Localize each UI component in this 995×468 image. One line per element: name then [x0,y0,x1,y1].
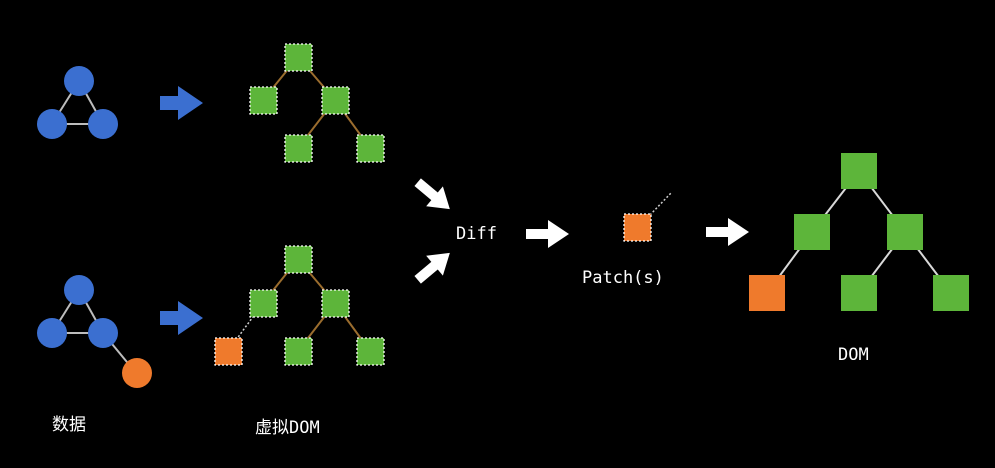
data-node-new-circle-icon [122,358,152,388]
right-arrow-icon [160,301,203,335]
vnode-square-icon [249,86,278,115]
dom-node-square-icon [841,275,877,311]
arrow-into-diff-from-bottom [414,252,450,284]
data-node-circle-icon [88,318,118,348]
data-node-circle-icon [37,318,67,348]
vnode-square-icon [284,43,313,72]
patch-edge [649,192,672,216]
patch-node-square-icon [623,213,652,242]
vnode-square-icon [321,289,350,318]
right-arrow-icon [526,220,569,248]
right-arrow-icon [414,178,450,210]
vnode-square-icon [321,86,350,115]
dom-node-square-icon [794,214,830,250]
label-data: 数据 [52,415,86,435]
data-node-circle-icon [64,275,94,305]
dom-node-square-icon [887,214,923,250]
vnode-square-icon [356,337,385,366]
vnode-square-icon [249,289,278,318]
data-graph-original [37,66,118,139]
vnode-square-icon [284,337,313,366]
label-diff: Diff [456,224,497,244]
virtual-dom-tree-original [249,43,385,163]
arrow-into-diff-from-top [414,178,450,210]
virtual-dom-tree-updated [214,245,385,366]
dom-node-square-icon [933,275,969,311]
dom-node-square-icon [841,153,877,189]
vnode-square-icon [284,134,313,163]
vnode-square-icon [356,134,385,163]
right-arrow-icon [706,218,749,246]
dom-node-new-square-icon [749,275,785,311]
right-arrow-icon [160,86,203,120]
vnode-new-square-icon [214,337,243,366]
data-node-circle-icon [88,109,118,139]
patch [623,192,672,242]
label-virtual-dom: 虚拟DOM [255,418,320,438]
data-graph-updated [37,275,152,388]
data-node-circle-icon [37,109,67,139]
label-patches: Patch(s) [582,268,664,288]
label-dom: DOM [838,345,869,365]
right-arrow-icon [414,252,450,284]
data-node-circle-icon [64,66,94,96]
vnode-square-icon [284,245,313,274]
dom-tree [749,153,969,311]
